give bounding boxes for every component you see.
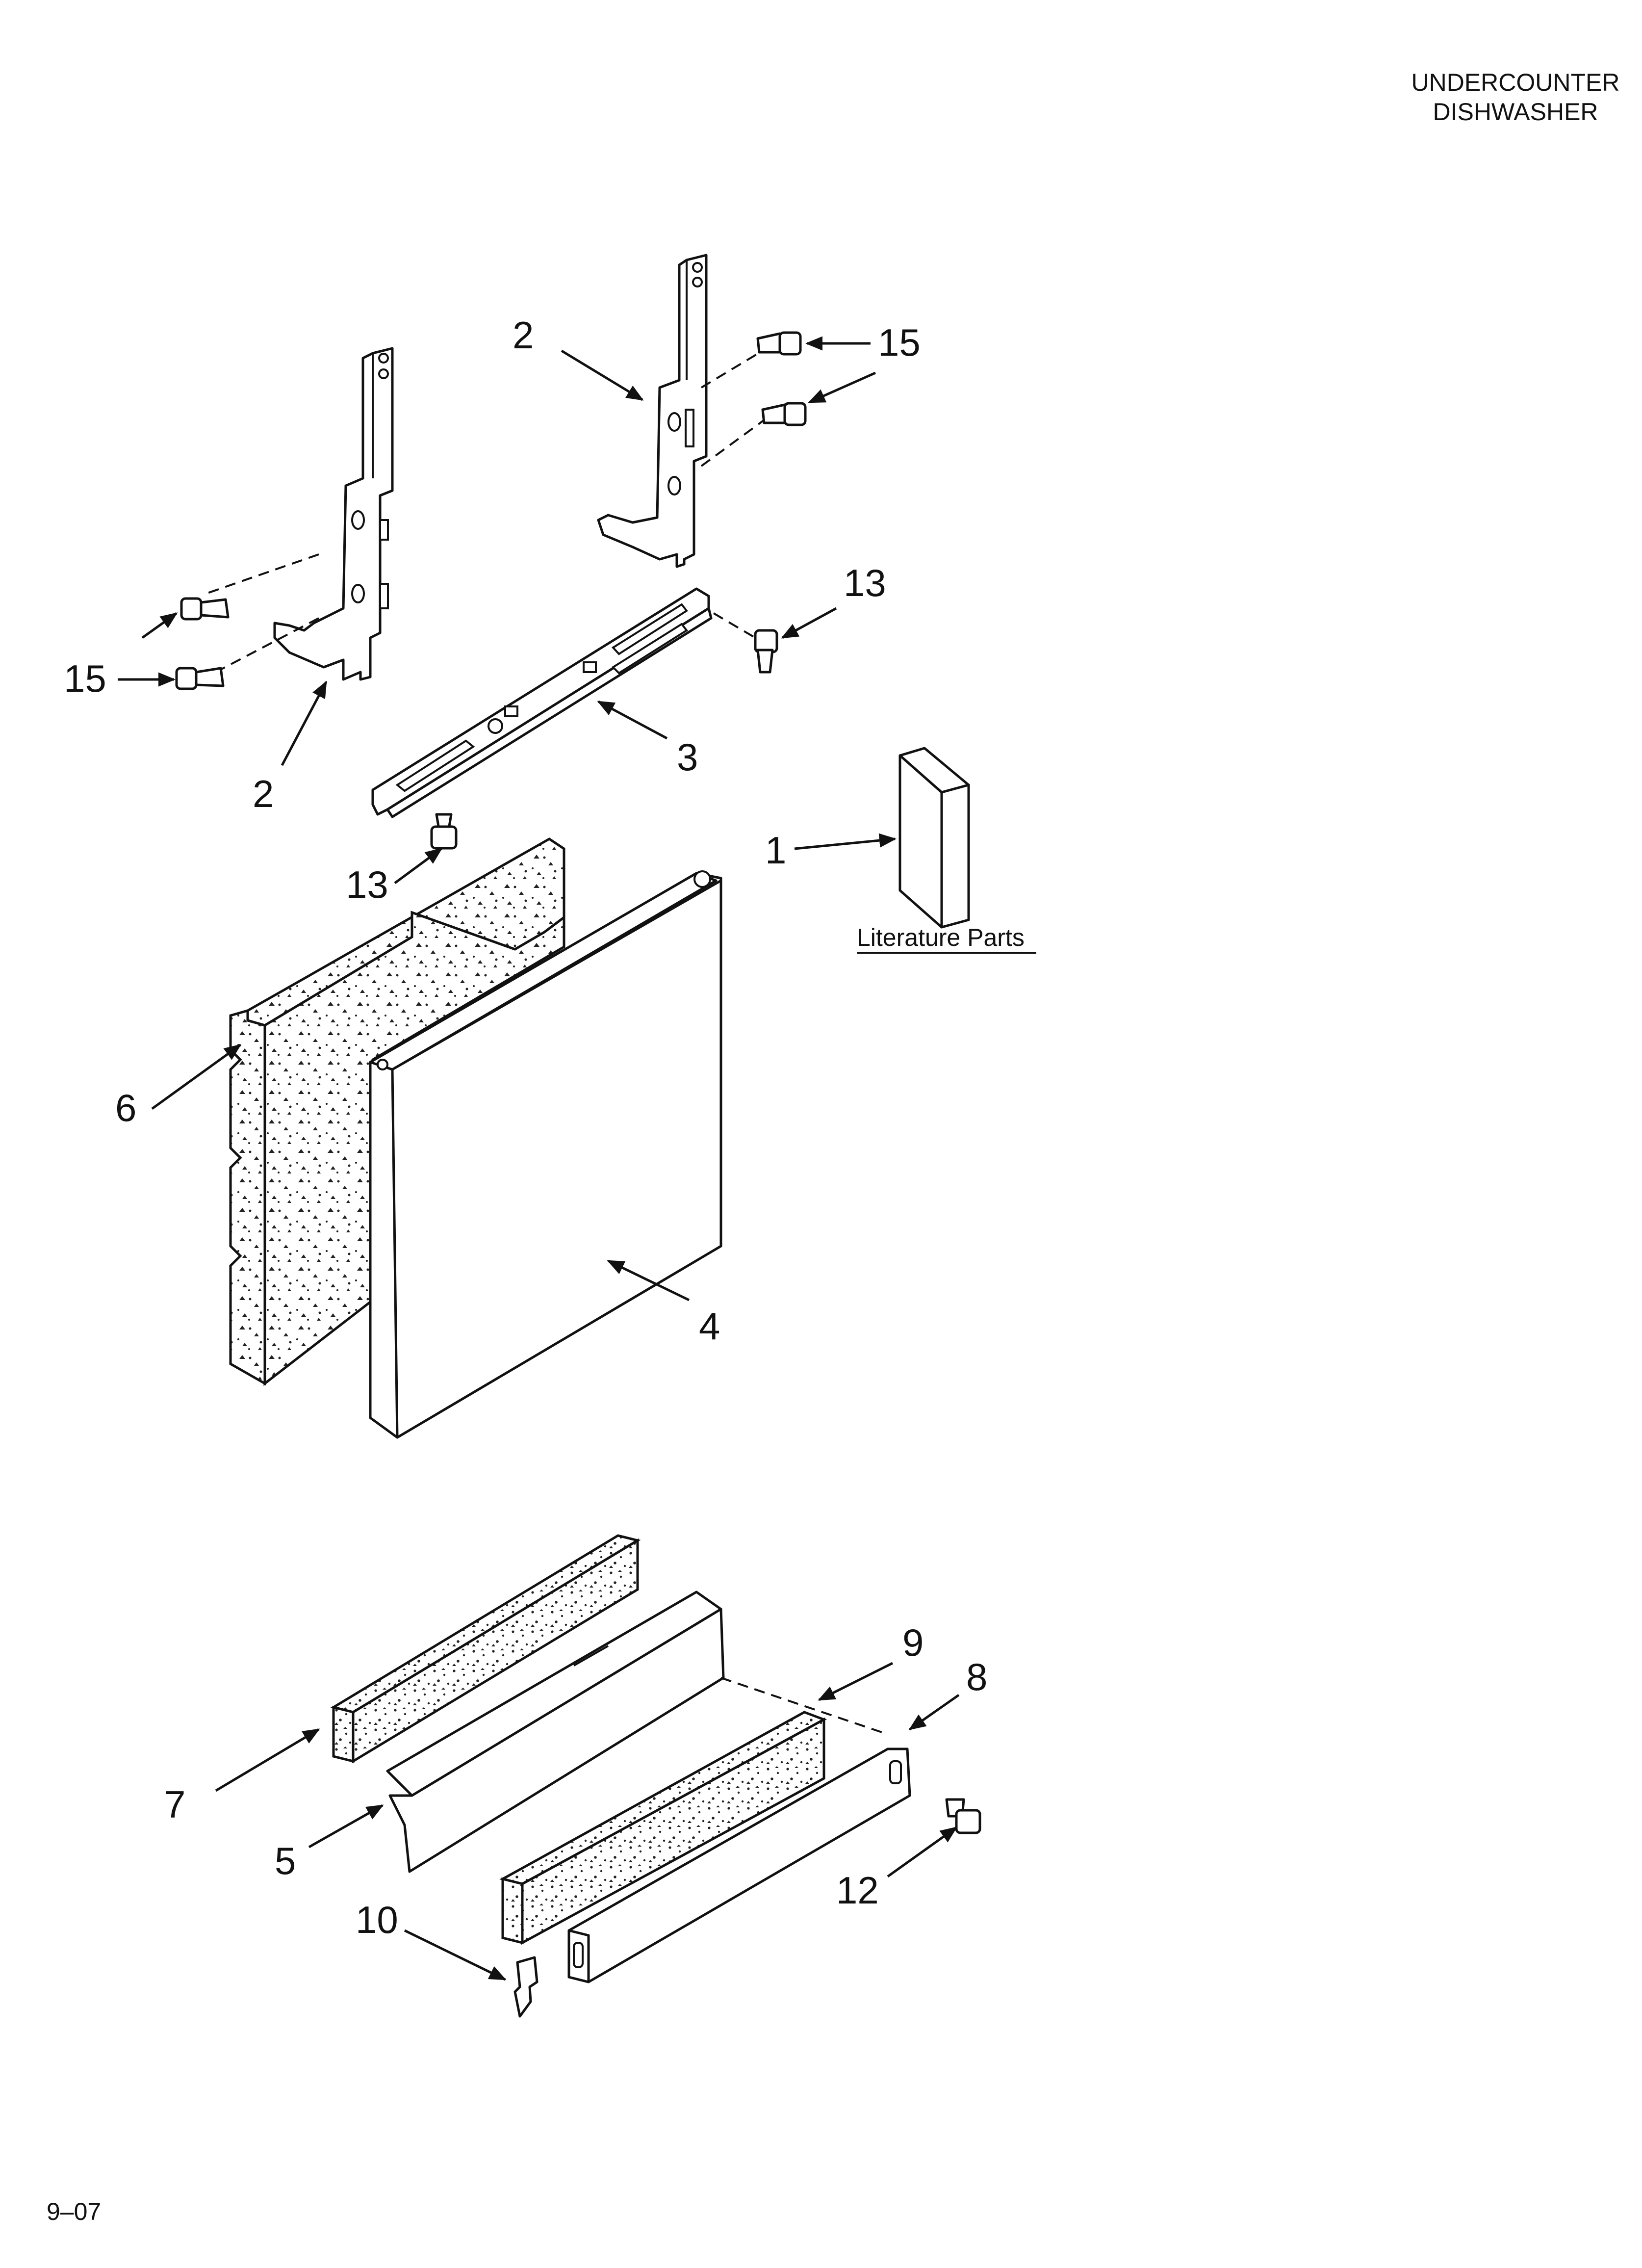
screw-12 [945, 1798, 981, 1834]
screw-15-lower [175, 667, 225, 690]
insulation-panel [229, 837, 565, 1386]
screw-13-right [754, 629, 778, 674]
callout-12: 12 [836, 1869, 879, 1912]
toe-kick-bracket [567, 1747, 911, 1983]
callout-15-left: 15 [64, 657, 106, 700]
literature-booklet [898, 747, 970, 929]
callout-5: 5 [275, 1839, 296, 1882]
footer-code: 9–07 [47, 2198, 101, 2225]
callout-13-right: 13 [844, 561, 886, 604]
toe-kick-insulation-upper [330, 1534, 641, 1764]
screw-15-upper [180, 597, 230, 621]
header-line-1: UNDERCOUNTER [1411, 69, 1620, 96]
screw-15-top-right-upper [756, 331, 802, 356]
callout-8: 8 [966, 1655, 987, 1698]
screw-15-top-right-lower [761, 402, 807, 426]
cross-bracket [371, 587, 713, 818]
callout-4: 4 [699, 1304, 720, 1348]
leader-lines [118, 336, 960, 1981]
callout-9: 9 [902, 1621, 924, 1664]
toe-kick-panel [386, 1590, 725, 1873]
callout-1: 1 [765, 829, 786, 872]
callout-2-bottom: 2 [253, 772, 274, 815]
callout-13-lower: 13 [346, 863, 388, 906]
left-mounting-bracket [273, 347, 394, 681]
side-panel [369, 870, 722, 1439]
callout-3: 3 [677, 735, 698, 779]
literature-parts-label: Literature Parts [857, 924, 1025, 951]
toe-kick-insulation-lower [499, 1711, 827, 1945]
callout-10: 10 [356, 1898, 398, 1941]
header-line-2: DISHWASHER [1433, 98, 1598, 126]
callout-7: 7 [164, 1783, 185, 1826]
callout-15-top: 15 [878, 321, 921, 364]
callout-2-top: 2 [513, 313, 534, 357]
screw-13-lower [430, 813, 458, 850]
callout-6: 6 [115, 1086, 136, 1129]
clip [513, 1956, 539, 2018]
right-mounting-bracket [597, 254, 708, 568]
